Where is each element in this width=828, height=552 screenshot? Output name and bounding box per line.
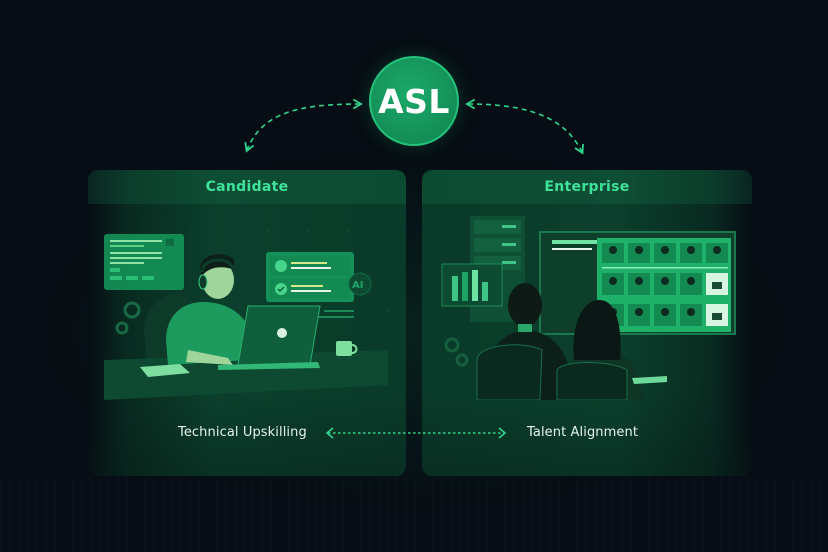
svg-text:AI: AI [352,280,363,291]
candidate-illustration: AI [104,229,389,400]
ui-card-icon [104,234,184,290]
ai-badge-icon: AI [348,272,372,296]
candidate-panel-title: Candidate [205,179,289,195]
enterprise-caption: Talent Alignment [527,425,639,440]
enterprise-panel-title: Enterprise [544,179,630,195]
candidate-panel: Candidate [88,170,406,476]
person-with-headset [166,254,253,365]
bidirectional-link-arrow [325,427,507,439]
enterprise-panel-header: Enterprise [422,170,752,204]
bar-chart-icon [441,263,503,307]
background-stripes [0,476,828,552]
enterprise-illustration [441,216,736,400]
panel-fade [422,396,752,476]
gear-icon [115,301,141,335]
enterprise-panel: Enterprise [422,170,752,476]
arrow-hub-to-candidate [244,98,363,153]
candidate-panel-header: Candidate [88,170,406,204]
monitor-candidate-grid [539,231,736,335]
asl-hub-circle: ASL [369,56,459,146]
panel-fade [88,396,406,476]
notepad-icon [140,364,190,377]
gear-icon [444,337,469,367]
candidate-caption: Technical Upskilling [178,425,307,440]
coffee-mug-icon [336,341,358,356]
asl-hub-label: ASL [378,81,450,121]
laptop-icon [218,305,321,370]
arrow-hub-to-enterprise [465,98,584,155]
checklist-card-icon [266,252,354,302]
